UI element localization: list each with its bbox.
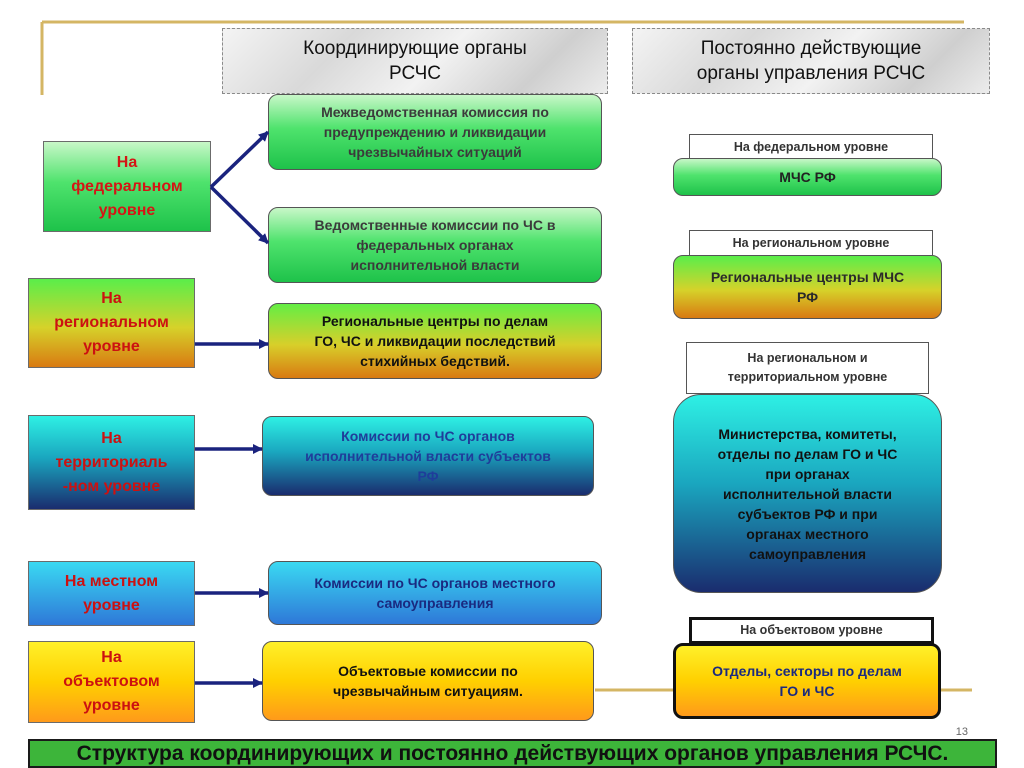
arrow-federal-interagency [209, 130, 270, 189]
level-territorial: На территориаль -ном уровне [28, 415, 195, 510]
local-commissions-box: Комиссии по ЧС органов местного самоупра… [268, 561, 602, 625]
level-local: На местном уровне [28, 561, 195, 626]
ministries-box: Министерства, комитеты, отделы по делам … [673, 394, 942, 593]
regional-centers-box: Региональные центры по делам ГО, ЧС и ли… [268, 303, 602, 379]
arrow-federal-departmental [209, 185, 270, 245]
tag-object: На объектовом уровне [689, 617, 934, 644]
level-federal: На федеральном уровне [43, 141, 211, 232]
tag-regional: На региональном уровне [689, 230, 933, 257]
emercom-box: МЧС РФ [673, 158, 942, 196]
permanent-header: Постоянно действующие органы управления … [632, 28, 990, 94]
page-number: 13 [955, 726, 968, 738]
level-regional: На региональном уровне [28, 278, 195, 368]
emercom-regional-centers-box: Региональные центры МЧС РФ [673, 255, 942, 319]
departments-sectors-box: Отделы, секторы по делам ГО и ЧС [673, 643, 941, 719]
level-object: На объектовом уровне [28, 641, 195, 723]
tag-regional-territorial: На региональном и территориальном уровне [686, 342, 929, 394]
departmental-commissions-box: Ведомственные комиссии по ЧС в федеральн… [268, 207, 602, 283]
object-commissions-box: Объектовые комиссии по чрезвычайным ситу… [262, 641, 594, 721]
footer-caption: Структура координирующих и постоянно дей… [28, 739, 997, 768]
coordinating-header: Координирующие органы РСЧС [222, 28, 608, 94]
subject-commissions-box: Комиссии по ЧС органов исполнительной вл… [262, 416, 594, 496]
tag-federal: На федеральном уровне [689, 134, 933, 160]
interagency-commission-box: Межведомственная комиссия по предупрежде… [268, 94, 602, 170]
